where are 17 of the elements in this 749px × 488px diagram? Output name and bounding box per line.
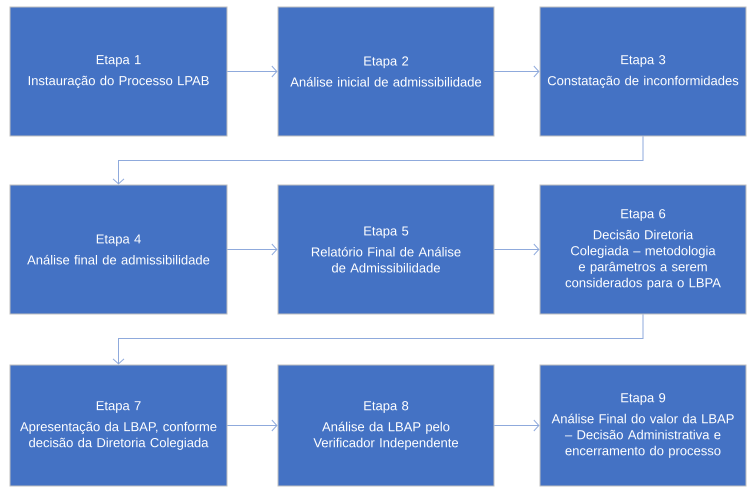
process-box: Etapa 1 Instauração do Processo LPAB [10, 6, 228, 136]
arrow [494, 244, 540, 256]
arrow [227, 244, 278, 256]
process-box: Etapa 9 Análise Final do valor da LBAP – Decisão Administrativa e encerramento do processo [540, 364, 746, 486]
arrow [227, 66, 278, 78]
process-box: Etapa 8 Análise da LBAP pelo Verificador Independente [278, 364, 494, 486]
process-box: Etapa 3 Constatação de inconformidades [540, 6, 746, 136]
arrow [112, 314, 644, 364]
arrow [227, 420, 278, 432]
arrow [494, 420, 540, 432]
process-box: Etapa 5 Relatório Final de Análise de Admissibilidade [278, 184, 494, 314]
process-box: Etapa 6 Decisão Diretoria Colegiada – metodologia e parâmetros a serem considerados para o LBPA [540, 184, 746, 314]
process-box: Etapa 4 Análise final de admissibilidade [10, 184, 228, 314]
arrow [112, 136, 644, 184]
process-box: Etapa 7 Apresentação da LBAP, conforme decisão da Diretoria Colegiada [10, 364, 228, 486]
process-box: Etapa 2 Análise inicial de admissibilidade [278, 6, 494, 136]
arrow [494, 66, 540, 78]
